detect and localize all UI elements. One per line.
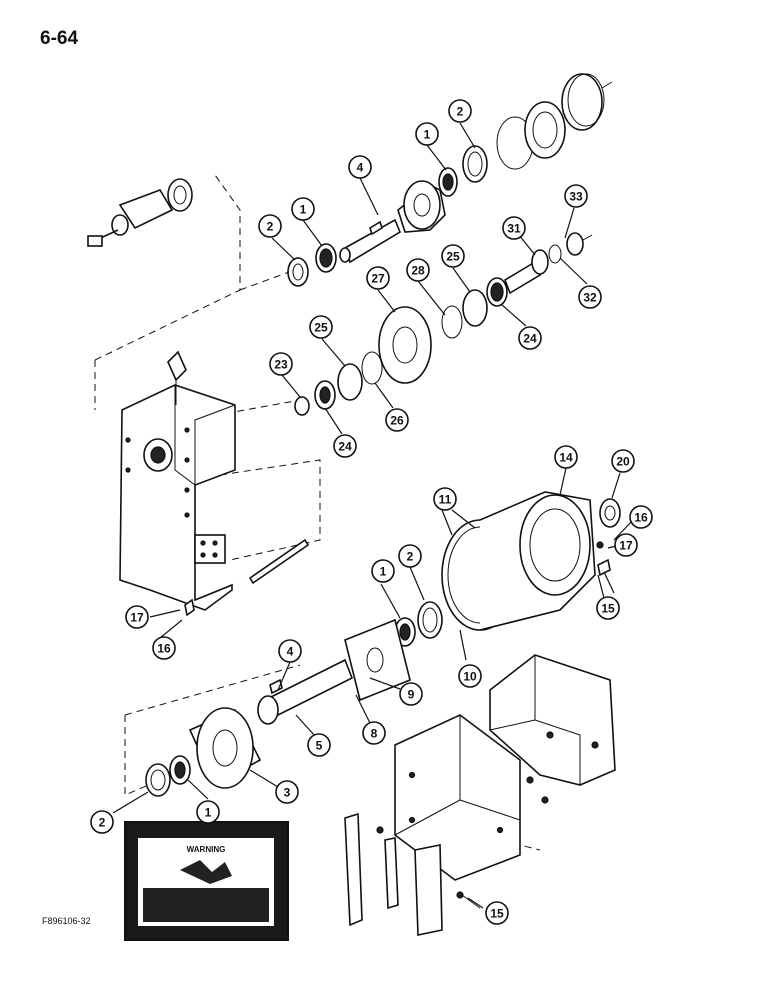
callout-32: 32: [578, 285, 602, 309]
callout-bubbles: 1111222234458910111415151616171720232424…: [90, 99, 653, 925]
lower-shaft-assembly: [145, 598, 443, 797]
warning-decal-title: WARNING: [187, 845, 226, 854]
callout-number: 25: [446, 250, 460, 264]
callout-27: 27: [366, 266, 390, 290]
callout-number: 4: [357, 161, 364, 175]
callout-17: 17: [614, 533, 638, 557]
callout-number: 5: [316, 739, 323, 753]
callout-24: 24: [333, 434, 357, 458]
callout-number: 17: [619, 539, 633, 553]
callout-24: 24: [518, 326, 542, 350]
callout-number: 9: [408, 688, 415, 702]
warning-decal: WARNING: [124, 821, 289, 941]
callout-number: 31: [507, 222, 521, 236]
callout-2: 2: [258, 214, 282, 238]
middle-gear-assembly: [294, 232, 593, 416]
callout-28: 28: [406, 258, 430, 282]
callout-number: 1: [380, 565, 387, 579]
callout-number: 16: [157, 642, 171, 656]
callout-23: 23: [269, 352, 293, 376]
callout-number: 4: [287, 645, 294, 659]
callout-number: 27: [371, 272, 385, 286]
page-number: 6-64: [40, 28, 79, 49]
callout-2: 2: [398, 544, 422, 568]
callout-number: 28: [411, 264, 425, 278]
callout-number: 14: [559, 451, 573, 465]
callout-5: 5: [307, 733, 331, 757]
callout-31: 31: [502, 216, 526, 240]
callout-1: 1: [291, 197, 315, 221]
callout-number: 2: [267, 220, 274, 234]
callout-number: 2: [99, 816, 106, 830]
upper-shaft-assembly: [287, 73, 613, 287]
callout-26: 26: [385, 408, 409, 432]
callout-number: 25: [314, 321, 328, 335]
callout-number: 26: [390, 414, 404, 428]
callout-4: 4: [278, 639, 302, 663]
gearbox-housing: [119, 350, 310, 611]
callout-number: 1: [424, 128, 431, 142]
callout-11: 11: [433, 487, 457, 511]
callout-leaders: [112, 122, 634, 909]
callout-33: 33: [564, 184, 588, 208]
callout-1: 1: [371, 559, 395, 583]
callout-8: 8: [362, 721, 386, 745]
callout-9: 9: [399, 682, 423, 706]
callout-25: 25: [309, 315, 333, 339]
callout-14: 14: [554, 445, 578, 469]
callout-number: 24: [338, 440, 352, 454]
callout-16: 16: [152, 636, 176, 660]
callout-2: 2: [90, 810, 114, 834]
callout-1: 1: [415, 122, 439, 146]
callout-number: 24: [523, 332, 537, 346]
callout-number: 15: [601, 602, 615, 616]
callout-number: 17: [130, 611, 144, 625]
callout-10: 10: [458, 664, 482, 688]
shield-assembly: [344, 654, 616, 936]
callout-3: 3: [275, 780, 299, 804]
callout-15: 15: [485, 901, 509, 925]
callout-number: 11: [439, 493, 452, 507]
callout-25: 25: [441, 244, 465, 268]
callout-16: 16: [629, 505, 653, 529]
callout-number: 2: [407, 550, 414, 564]
callout-number: 1: [205, 806, 212, 820]
callout-4: 4: [348, 155, 372, 179]
callout-1: 1: [196, 800, 220, 824]
yoke-assembly: [87, 178, 193, 247]
adapter-housing: [441, 491, 621, 631]
callout-number: 3: [284, 786, 291, 800]
callout-number: 15: [490, 907, 504, 921]
figure-id: F896106-32: [42, 916, 91, 926]
callout-number: 16: [634, 511, 648, 525]
callout-number: 2: [457, 105, 464, 119]
callout-20: 20: [611, 449, 635, 473]
callout-number: 8: [371, 727, 378, 741]
callout-number: 10: [463, 670, 477, 684]
callout-number: 32: [583, 291, 597, 305]
callout-2: 2: [448, 99, 472, 123]
callout-number: 20: [616, 455, 630, 469]
callout-number: 1: [300, 203, 307, 217]
callout-17: 17: [125, 605, 149, 629]
callout-number: 23: [274, 358, 288, 372]
callout-15: 15: [596, 596, 620, 620]
callout-number: 33: [569, 190, 583, 204]
